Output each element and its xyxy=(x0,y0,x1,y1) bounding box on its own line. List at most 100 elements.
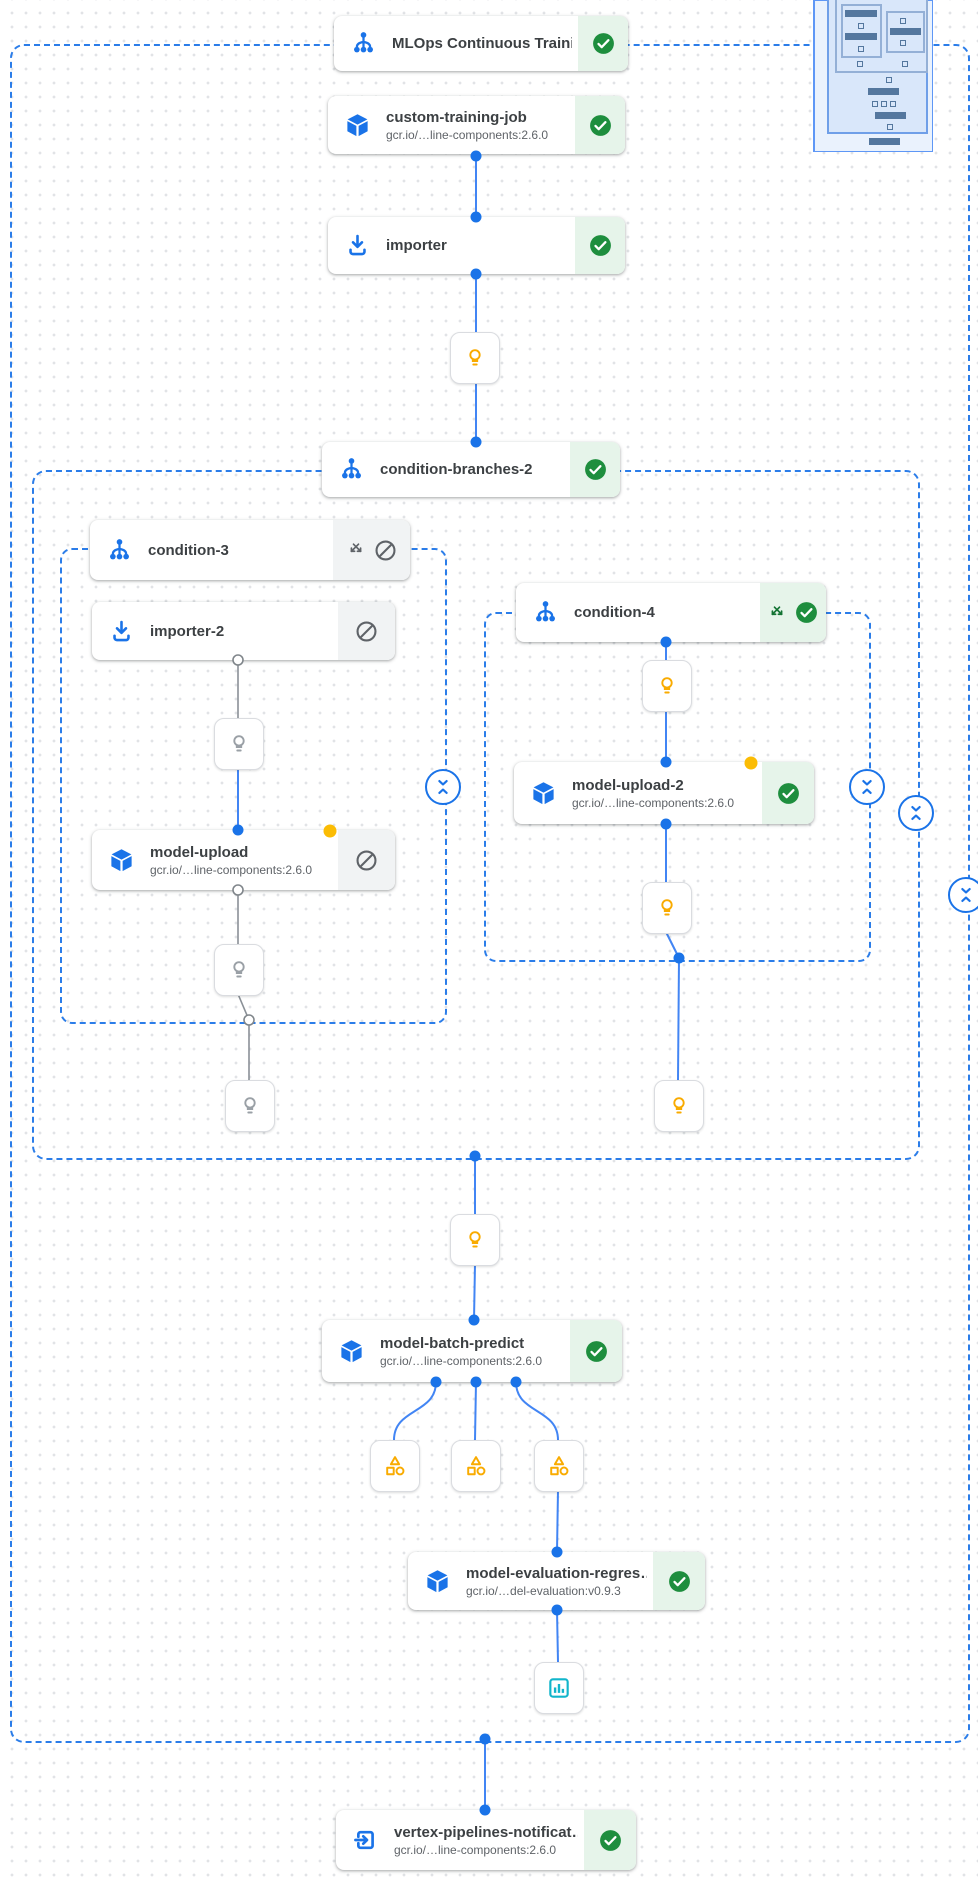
artifact-shapes-icon xyxy=(386,1456,405,1476)
minimap-node xyxy=(875,112,906,119)
artifact-node[interactable] xyxy=(370,1440,420,1492)
node-importer-2[interactable]: importer-2 xyxy=(92,602,395,660)
status-succeeded xyxy=(578,16,628,71)
lightbulb-icon xyxy=(469,349,481,366)
parameter-bulb-node[interactable] xyxy=(654,1080,704,1132)
minimap-node xyxy=(872,101,878,107)
status-succeeded xyxy=(575,217,625,274)
node-subtitle: gcr.io/…line-components:2.6.0 xyxy=(394,1842,557,1857)
status-succeeded xyxy=(570,1320,622,1382)
node-title: model-evaluation-regres… xyxy=(466,1564,647,1582)
unfold-less-icon xyxy=(911,805,921,821)
parameter-bulb-node-skipped[interactable] xyxy=(225,1080,275,1132)
exit-to-app-icon xyxy=(336,1810,394,1870)
node-importer[interactable]: importer xyxy=(328,217,625,274)
node-title: custom-training-job xyxy=(386,108,527,126)
node-condition-branches-2[interactable]: condition-branches-2 xyxy=(322,442,620,497)
node-subtitle: gcr.io/…line-components:2.6.0 xyxy=(380,1353,543,1368)
node-subtitle: gcr.io/…del-evaluation:v0.9.3 xyxy=(466,1583,621,1598)
unfold-less-icon xyxy=(862,779,872,795)
status-branch-taken xyxy=(760,583,826,642)
condition-icon xyxy=(322,442,380,497)
node-vertex-pipelines-notification[interactable]: vertex-pipelines-notificat… gcr.io/…line… xyxy=(336,1810,636,1870)
success-check-icon xyxy=(585,1340,607,1362)
minimap-group-box xyxy=(841,4,882,58)
artifact-shapes-icon xyxy=(467,1456,486,1476)
component-cube-icon xyxy=(514,762,572,824)
bar-chart-icon xyxy=(549,1678,569,1698)
collapse-toggle-condition-3[interactable] xyxy=(425,769,461,805)
condition-icon xyxy=(90,520,148,580)
node-title: model-upload xyxy=(150,843,249,861)
minimap-node xyxy=(900,40,906,46)
lightbulb-icon xyxy=(233,735,245,752)
status-skipped xyxy=(338,830,395,890)
node-model-evaluation-regression[interactable]: model-evaluation-regres… gcr.io/…del-eva… xyxy=(408,1552,705,1610)
minimap-viewport xyxy=(827,0,928,134)
parameter-bulb-node-skipped[interactable] xyxy=(214,944,264,996)
node-title: condition-branches-2 xyxy=(380,461,533,478)
artifact-shapes-icon xyxy=(550,1456,569,1476)
collapse-toggle-pipeline[interactable] xyxy=(948,877,978,913)
component-cube-icon xyxy=(322,1320,380,1382)
minimap-node xyxy=(881,101,887,107)
lightbulb-icon xyxy=(661,899,673,916)
node-title: condition-4 xyxy=(574,604,655,621)
node-model-upload[interactable]: model-upload gcr.io/…line-components:2.6… xyxy=(92,830,395,890)
minimap-node xyxy=(857,61,863,67)
minimap-panel[interactable] xyxy=(813,0,933,152)
status-succeeded xyxy=(653,1552,705,1610)
collapse-toggle-condition-4[interactable] xyxy=(849,769,885,805)
success-check-icon xyxy=(589,235,611,256)
parameter-bulb-node[interactable] xyxy=(450,1214,500,1266)
status-succeeded xyxy=(570,442,620,497)
artifact-node[interactable] xyxy=(534,1440,584,1492)
success-check-icon xyxy=(668,1570,690,1592)
node-model-upload-2[interactable]: model-upload-2 gcr.io/…line-components:2… xyxy=(514,762,814,824)
component-cube-icon xyxy=(328,96,386,154)
minimap-node xyxy=(902,61,908,67)
condition-icon xyxy=(516,583,574,642)
minimap-node xyxy=(886,77,892,83)
status-skipped xyxy=(338,602,395,660)
node-title: vertex-pipelines-notificat… xyxy=(394,1823,578,1841)
node-condition-4[interactable]: condition-4 xyxy=(516,583,826,642)
success-check-icon xyxy=(589,114,611,136)
success-check-icon xyxy=(592,33,614,54)
minimap-node xyxy=(890,101,896,107)
success-check-icon xyxy=(777,782,799,804)
importer-download-icon xyxy=(328,217,386,274)
minimap-group-box xyxy=(835,0,928,73)
success-check-icon xyxy=(584,459,606,480)
minimap-group-box xyxy=(886,11,925,53)
branch-skipped-icon xyxy=(350,543,361,553)
node-condition-3[interactable]: condition-3 xyxy=(90,520,410,580)
node-title: condition-3 xyxy=(148,541,229,559)
parameter-bulb-node[interactable] xyxy=(642,882,692,934)
minimap-node xyxy=(900,18,906,24)
skipped-icon xyxy=(374,539,396,561)
lightbulb-icon xyxy=(233,961,245,978)
collapse-toggle-condition-branches-2[interactable] xyxy=(898,795,934,831)
node-custom-training-job[interactable]: custom-training-job gcr.io/…line-compone… xyxy=(328,96,625,154)
component-cube-icon xyxy=(408,1552,466,1610)
parameter-bulb-node-skipped[interactable] xyxy=(214,718,264,770)
status-succeeded xyxy=(575,96,625,154)
node-subtitle: gcr.io/…line-components:2.6.0 xyxy=(386,127,549,142)
node-title: MLOps Continuous Traini… xyxy=(392,35,572,52)
artifact-node[interactable] xyxy=(451,1440,501,1492)
minimap-node xyxy=(845,10,877,17)
metrics-artifact-node[interactable] xyxy=(534,1662,584,1714)
skipped-icon xyxy=(356,620,377,642)
minimap-node xyxy=(868,88,899,95)
node-subtitle: gcr.io/…line-components:2.6.0 xyxy=(572,795,735,810)
node-mlops-continuous-training[interactable]: MLOps Continuous Traini… xyxy=(334,16,628,71)
node-model-batch-predict[interactable]: model-batch-predict gcr.io/…line-compone… xyxy=(322,1320,622,1382)
status-succeeded xyxy=(762,762,814,824)
parameter-bulb-node[interactable] xyxy=(450,332,500,384)
node-title: importer xyxy=(386,237,447,254)
node-title: model-upload-2 xyxy=(572,776,684,794)
success-check-icon xyxy=(599,1829,621,1851)
parameter-bulb-node[interactable] xyxy=(642,660,692,712)
